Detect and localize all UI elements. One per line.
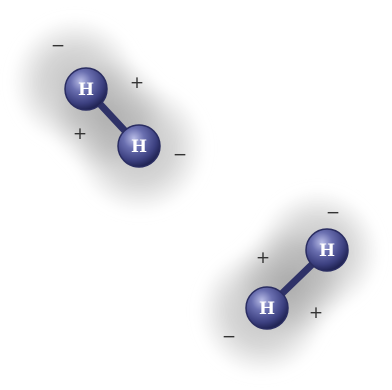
hydrogen-atom: H bbox=[64, 67, 108, 111]
positive-charge: + bbox=[130, 73, 144, 93]
atom-label: H bbox=[259, 299, 275, 319]
molecule-1: H H − + + − bbox=[9, 16, 208, 216]
negative-charge: − bbox=[326, 203, 340, 223]
positive-charge: + bbox=[73, 124, 87, 144]
negative-charge: − bbox=[222, 327, 236, 347]
atom-label: H bbox=[319, 241, 335, 261]
atom-label: H bbox=[78, 80, 94, 100]
atom-label: H bbox=[131, 137, 147, 157]
hydrogen-atom: H bbox=[305, 228, 349, 272]
hydrogen-atom: H bbox=[117, 124, 161, 168]
negative-charge: − bbox=[173, 145, 187, 165]
hydrogen-atom: H bbox=[245, 286, 289, 330]
molecule-2: H H − + + − bbox=[196, 188, 382, 378]
positive-charge: + bbox=[309, 303, 323, 323]
positive-charge: + bbox=[256, 248, 270, 268]
negative-charge: − bbox=[51, 36, 65, 56]
